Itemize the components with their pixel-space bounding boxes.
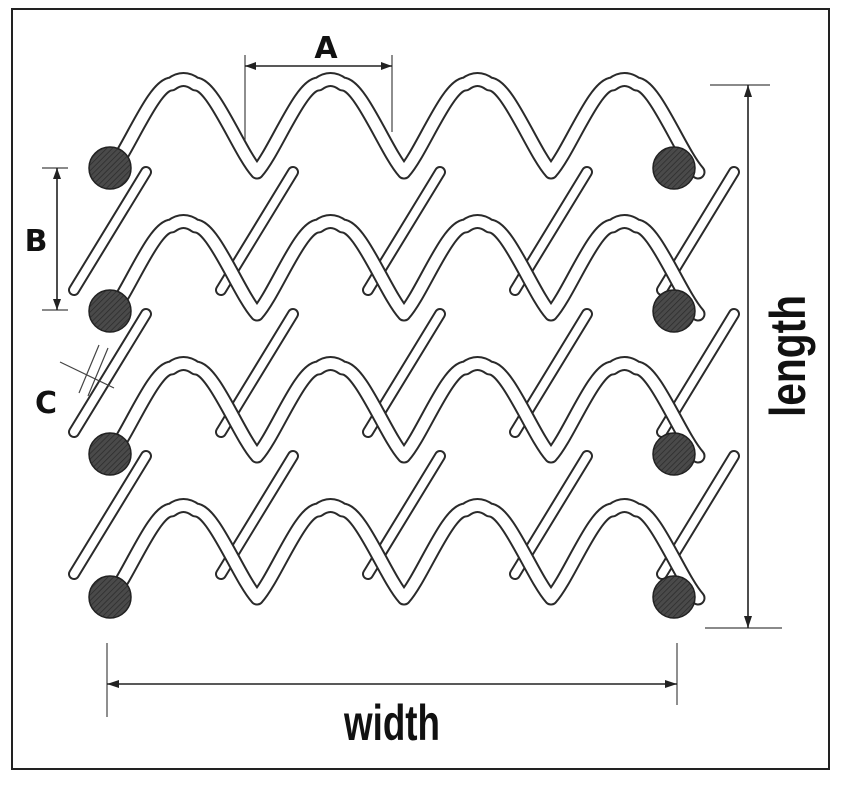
dimension-width: width bbox=[106, 643, 678, 751]
dimension-width-label: width bbox=[343, 695, 440, 751]
dimension-a-label: A bbox=[314, 31, 338, 66]
mesh-diagonal-wires-core bbox=[70, 168, 738, 578]
dimension-c-tick-1 bbox=[78, 344, 100, 394]
edge-rod-left-2 bbox=[88, 289, 132, 333]
dimension-a-arrow-right bbox=[381, 62, 392, 70]
dimension-length-label: length bbox=[760, 295, 816, 417]
edge-rod-left-3 bbox=[88, 432, 132, 476]
dimension-c-tick-2 bbox=[87, 347, 109, 397]
edge-rod-right-3 bbox=[652, 432, 696, 476]
mesh bbox=[68, 72, 740, 606]
edge-rod-right-4 bbox=[652, 575, 696, 619]
dimension-a: A bbox=[244, 31, 393, 140]
mesh-wave-row-4-core bbox=[104, 500, 704, 604]
dimension-width-arrow-left bbox=[107, 680, 119, 688]
dimension-c-label: C bbox=[35, 386, 57, 421]
mesh-wave-row-3-core bbox=[104, 358, 704, 462]
mesh-wave-row-1-outline bbox=[102, 72, 706, 180]
dimension-length-arrow-bottom bbox=[744, 616, 752, 628]
edge-rod-right-1 bbox=[652, 146, 696, 190]
dimension-length-arrow-top bbox=[744, 85, 752, 97]
diagram-frame bbox=[11, 8, 830, 770]
mesh-wave-row-2-core bbox=[104, 216, 704, 320]
edge-rod-right-2 bbox=[652, 289, 696, 333]
edge-rods bbox=[88, 146, 696, 619]
dimension-width-arrow-right bbox=[665, 680, 677, 688]
dimension-b-label: B bbox=[25, 224, 48, 259]
dimension-a-arrow-left bbox=[245, 62, 256, 70]
edge-rod-left-1 bbox=[88, 146, 132, 190]
edge-rod-left-4 bbox=[88, 575, 132, 619]
dimension-b-arrow-top bbox=[53, 168, 61, 179]
dimension-b: B bbox=[25, 167, 68, 311]
dimension-c: C bbox=[35, 344, 115, 421]
mesh-wave-row-1-core bbox=[104, 74, 704, 178]
dimension-length: length bbox=[705, 84, 816, 629]
dimension-b-arrow-bottom bbox=[53, 299, 61, 310]
